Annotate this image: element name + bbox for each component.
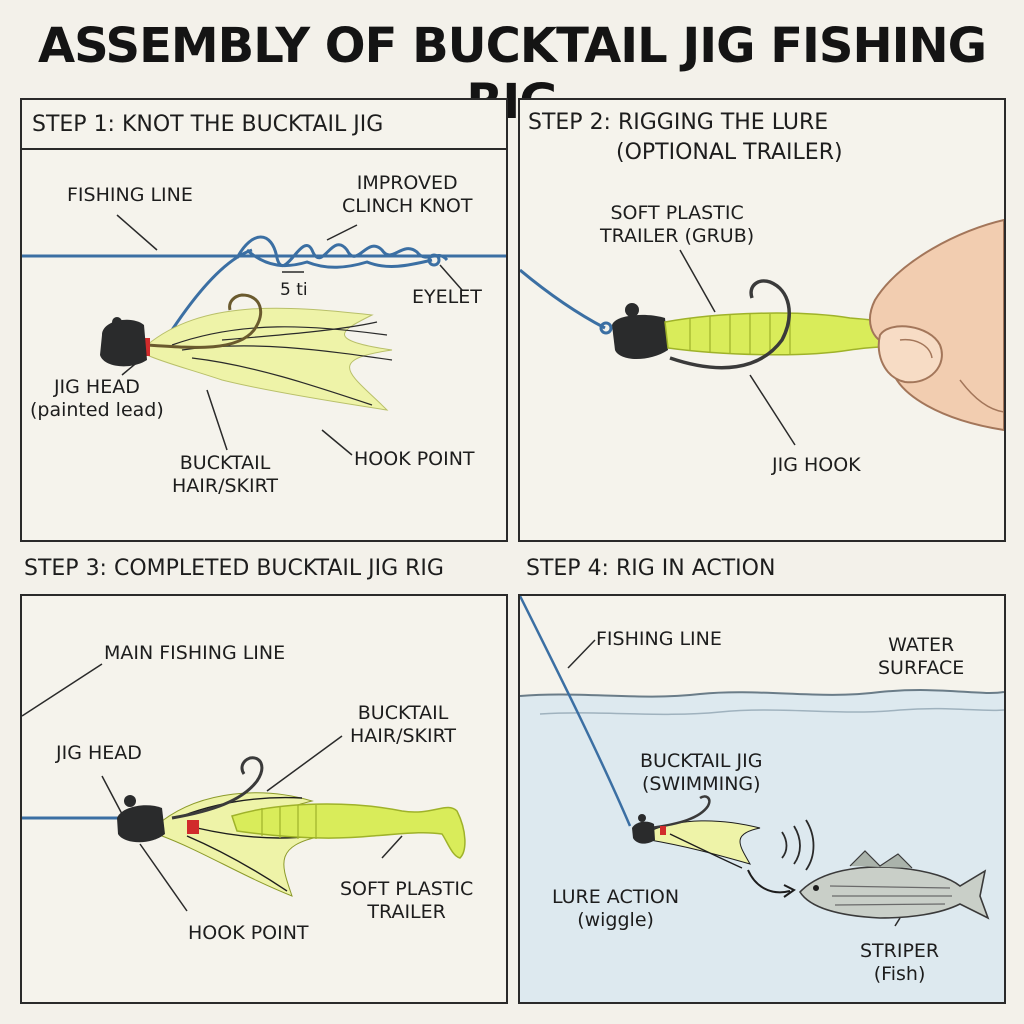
label-fishing-line: FISHING LINE <box>67 184 193 206</box>
label-clinch-knot-line1: IMPROVED <box>356 172 458 194</box>
water-surface <box>520 689 1004 698</box>
label-jig-head-line1: JIG HEAD <box>53 376 140 398</box>
label-clinch-knot: IMPROVED CLINCH KNOT <box>342 172 473 218</box>
hand-icon <box>869 218 1004 432</box>
step-1-header: STEP 1: KNOT THE BUCKTAIL JIG <box>32 112 384 137</box>
label-hook-point: HOOK POINT <box>354 448 475 470</box>
label-water-line1: WATER <box>888 634 955 656</box>
label-jig-head: JIG HEAD <box>56 742 142 764</box>
hook-icon <box>146 293 263 349</box>
label-action-line1: LURE ACTION <box>552 886 680 908</box>
label-eyelet: EYELET <box>412 286 482 308</box>
label-fishing-line: FISHING LINE <box>596 628 722 650</box>
step-3-header: STEP 3: COMPLETED BUCKTAIL JIG RIG <box>24 556 444 581</box>
label-bucktail-line2: HAIR/SKIRT <box>350 725 457 748</box>
label-water-surface: WATER SURFACE <box>878 634 964 680</box>
water <box>520 690 1004 1002</box>
step-1-illustration <box>22 214 506 456</box>
label-fish-line2: (Fish) <box>873 963 926 986</box>
eyelet-icon <box>599 321 613 335</box>
jig-icon <box>632 795 761 869</box>
label-turns: 5 ti <box>280 280 308 300</box>
label-hook-point: HOOK POINT <box>188 922 309 944</box>
label-trailer: SOFT PLASTIC TRAILER <box>340 878 473 924</box>
clinch-knot <box>235 235 449 269</box>
label-fish-line1: STRIPER <box>860 940 940 962</box>
trailer-grub <box>231 803 466 859</box>
label-water-line2: SURFACE <box>878 657 965 680</box>
eyelet-icon <box>427 253 441 267</box>
jig-head-icon <box>100 319 147 367</box>
motion-lines <box>781 819 815 871</box>
label-trailer-line2: TRAILER (GRUB) <box>600 225 755 248</box>
label-trailer-line1: SOFT PLASTIC <box>610 202 744 224</box>
label-trailer-line1: SOFT PLASTIC <box>340 878 474 900</box>
label-bucktail: BUCKTAIL HAIR/SKIRT <box>350 702 456 748</box>
step-2-header-line1: STEP 2: RIGGING THE LURE <box>528 110 829 135</box>
label-bucktail-line1: BUCKTAIL <box>357 702 449 724</box>
hook-icon <box>669 279 791 370</box>
label-bucktail-line1: BUCKTAIL <box>179 452 271 474</box>
step-4-header: STEP 4: RIG IN ACTION <box>526 556 776 581</box>
arrow-icon <box>747 869 791 894</box>
label-trailer: SOFT PLASTIC TRAILER (GRUB) <box>600 202 754 248</box>
label-trailer-line2: TRAILER <box>367 901 446 924</box>
bucktail-skirt <box>146 307 393 411</box>
step-1-header-divider <box>22 148 506 150</box>
label-action-line2: (wiggle) <box>577 909 654 932</box>
label-jig-head: JIG HEAD (painted lead) <box>30 376 164 422</box>
label-clinch-knot-line2: CLINCH KNOT <box>342 195 473 218</box>
step-4-panel: FISHING LINE WATER SURFACE BUCKTAIL JIG … <box>518 594 1006 1004</box>
collar <box>187 820 199 834</box>
label-jig-head-line2: (painted lead) <box>30 399 164 422</box>
label-bucktail-jig: BUCKTAIL JIG (SWIMMING) <box>640 750 762 796</box>
label-bucktail-line2: HAIR/SKIRT <box>172 475 279 498</box>
label-striper: STRIPER (Fish) <box>860 940 939 986</box>
step-3-illustration <box>22 663 466 912</box>
jig-head-icon <box>612 314 668 359</box>
label-bucktail: BUCKTAIL HAIR/SKIRT <box>172 452 278 498</box>
jig-head-icon <box>117 805 165 843</box>
hook-icon <box>171 756 264 820</box>
step-2-panel: STEP 2: RIGGING THE LURE (OPTIONAL TRAIL… <box>518 98 1006 542</box>
label-jig-line2: (SWIMMING) <box>641 773 761 796</box>
step-2-header-line2: (OPTIONAL TRAILER) <box>616 140 843 165</box>
label-lure-action: LURE ACTION (wiggle) <box>552 886 679 932</box>
striper-fish-icon <box>798 850 990 920</box>
step-4-illustration <box>520 596 1004 1002</box>
fishing-line <box>520 596 632 827</box>
label-jig-hook: JIG HOOK <box>772 454 861 476</box>
step-1-panel: STEP 1: KNOT THE BUCKTAIL JIG <box>20 98 508 542</box>
label-main-line: MAIN FISHING LINE <box>104 642 286 664</box>
step-3-panel: MAIN FISHING LINE JIG HEAD BUCKTAIL HAIR… <box>20 594 508 1004</box>
step-2-illustration <box>520 218 1004 446</box>
collar <box>142 338 150 356</box>
fishing-line <box>520 268 606 330</box>
label-jig-line1: BUCKTAIL JIG <box>640 750 763 772</box>
